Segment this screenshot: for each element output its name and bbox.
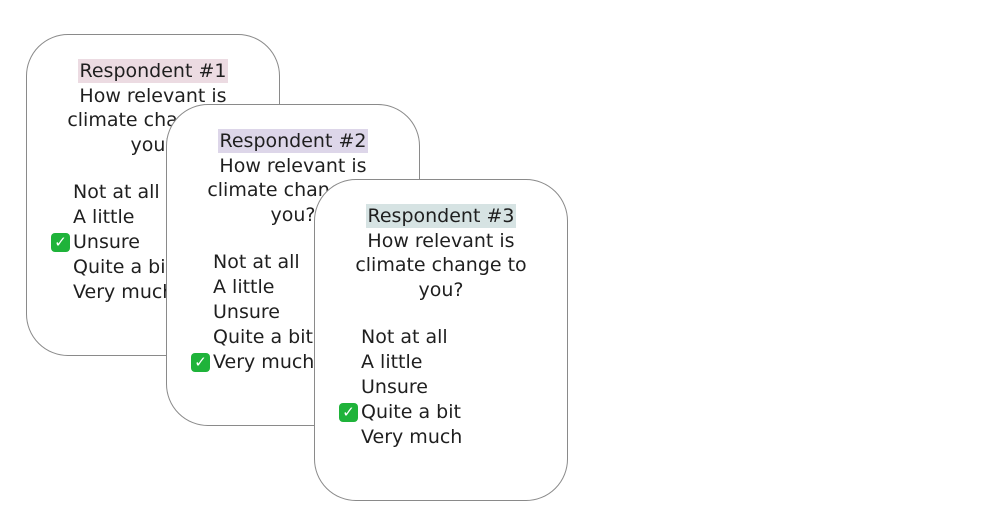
option-unsure: ✓Unsure [51, 230, 174, 255]
option-label: Not at all [73, 181, 160, 203]
check-mark-icon: ✓ [339, 403, 358, 422]
option-label: Very much [361, 426, 463, 448]
option-a-little: ✓A little [213, 275, 314, 300]
check-mark-icon: ✓ [51, 233, 70, 252]
option-unsure: ✓Unsure [213, 300, 314, 325]
card-header: Respondent #3 How relevant is climate ch… [315, 204, 567, 302]
option-very-much: ✓Very much [73, 280, 174, 305]
respondent-label: Respondent #1 [77, 59, 229, 83]
option-a-little: ✓A little [361, 350, 462, 375]
option-label: Very much [213, 351, 315, 373]
check-mark-icon: ✓ [191, 353, 210, 372]
question-text: How relevant is climate change to you? [355, 229, 527, 301]
option-label: A little [73, 206, 135, 228]
option-label: Unsure [361, 376, 428, 398]
option-not-at-all: ✓Not at all [73, 180, 174, 205]
option-not-at-all: ✓Not at all [361, 325, 462, 350]
option-label: A little [361, 351, 423, 373]
option-label: Quite a bit [213, 326, 313, 348]
option-label: Not at all [213, 251, 300, 273]
option-label: Unsure [213, 301, 280, 323]
option-unsure: ✓Unsure [361, 375, 462, 400]
answer-options: ✓Not at all ✓A little ✓Unsure ✓Quite a b… [191, 250, 315, 375]
option-label: Quite a bit [361, 401, 461, 423]
respondent-label: Respondent #2 [217, 129, 369, 153]
option-label: Unsure [73, 231, 140, 253]
option-very-much: ✓Very much [191, 350, 315, 375]
option-label: A little [213, 276, 275, 298]
option-label: Quite a bit [73, 256, 173, 278]
option-not-at-all: ✓Not at all [213, 250, 314, 275]
option-label: Very much [73, 281, 175, 303]
option-label: Not at all [361, 326, 448, 348]
respondent-card-3: Respondent #3 How relevant is climate ch… [314, 179, 568, 501]
option-quite-a-bit: ✓Quite a bit [339, 400, 462, 425]
option-a-little: ✓A little [73, 205, 174, 230]
respondent-label: Respondent #3 [365, 204, 517, 228]
option-quite-a-bit: ✓Quite a bit [73, 255, 174, 280]
option-quite-a-bit: ✓Quite a bit [213, 325, 314, 350]
answer-options: ✓Not at all ✓A little ✓Unsure ✓Quite a b… [339, 325, 462, 450]
option-very-much: ✓Very much [361, 425, 462, 450]
card-header: Respondent #1 How relevant is climate ch… [27, 59, 279, 157]
answer-options: ✓Not at all ✓A little ✓Unsure ✓Quite a b… [51, 180, 174, 305]
